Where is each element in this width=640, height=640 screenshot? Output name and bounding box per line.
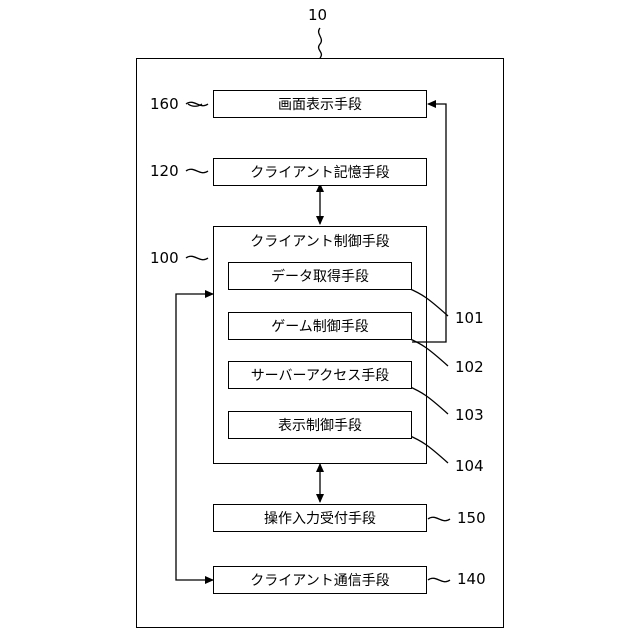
display-block: 画面表示手段 [213, 90, 427, 118]
control-block-title: クライアント制御手段 [214, 231, 426, 251]
data-acquisition-ref: 101 [455, 309, 484, 327]
device-ref-label: 10 [308, 6, 327, 24]
game-control-block: ゲーム制御手段 [228, 312, 412, 340]
communication-block: クライアント通信手段 [213, 566, 427, 594]
server-access-ref: 103 [455, 406, 484, 424]
input-ref: 150 [457, 509, 486, 527]
storage-block: クライアント記憶手段 [213, 158, 427, 186]
server-access-block: サーバーアクセス手段 [228, 361, 412, 389]
storage-ref: 120 [150, 162, 179, 180]
data-acquisition-block: データ取得手段 [228, 262, 412, 290]
display-control-ref: 104 [455, 457, 484, 475]
input-block: 操作入力受付手段 [213, 504, 427, 532]
control-ref: 100 [150, 249, 179, 267]
display-ref: 160 [150, 95, 179, 113]
display-control-block: 表示制御手段 [228, 411, 412, 439]
leader-10 [319, 28, 322, 58]
communication-ref: 140 [457, 570, 486, 588]
game-control-ref: 102 [455, 358, 484, 376]
